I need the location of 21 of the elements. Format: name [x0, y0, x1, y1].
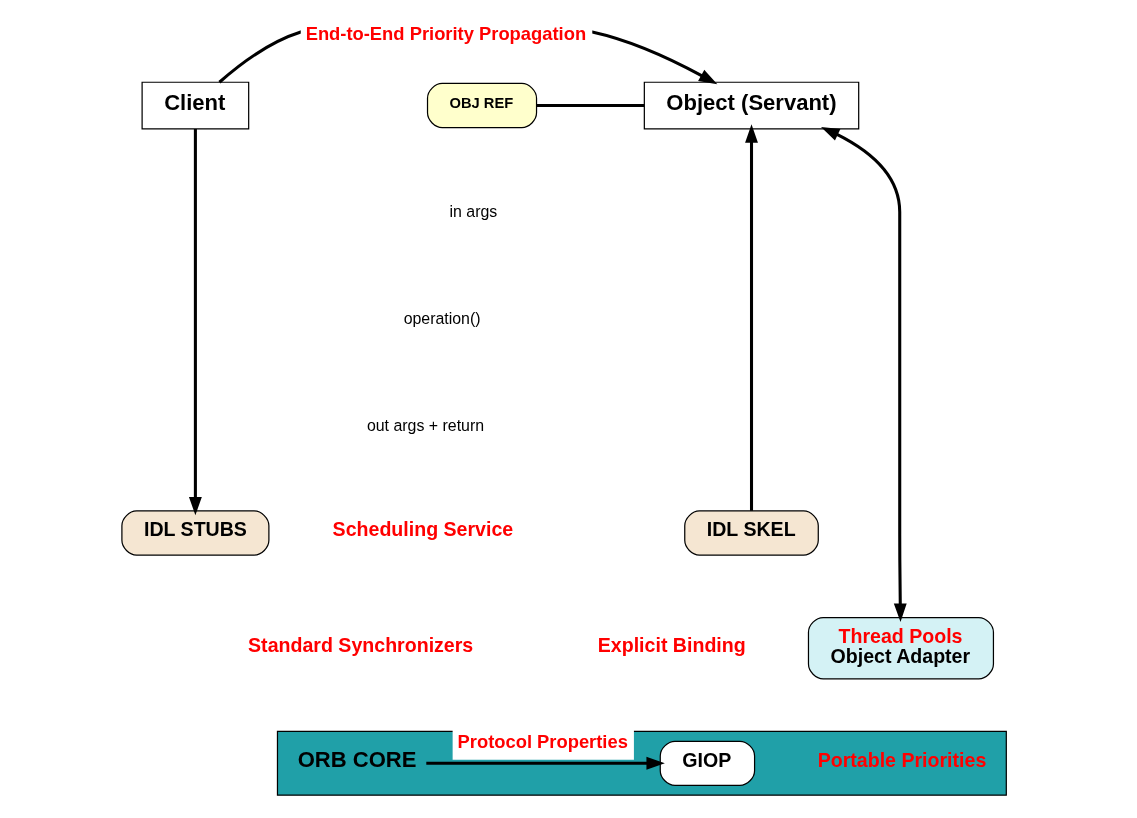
arrow [744, 124, 758, 511]
label: out args + return [366, 416, 484, 434]
connector [536, 104, 644, 108]
node-box: Client [141, 81, 249, 130]
node-box: Thread Pools Object Adapter [807, 616, 994, 680]
arrow [188, 128, 202, 516]
edge-label: Protocol Properties [457, 731, 628, 752]
node-box: IDL SKEL [683, 510, 819, 556]
label: Portable Priorities [817, 748, 986, 771]
edge-label: End-to-End Priority Propagation [305, 22, 586, 44]
node-box: OBJ REF [426, 82, 537, 129]
node-box: Object (Servant) [643, 81, 859, 130]
arrow [425, 756, 665, 770]
label: Scheduling Service [332, 518, 513, 541]
label: in args [449, 203, 497, 221]
label: Standard Synchronizers [247, 633, 473, 656]
label: operation() [403, 310, 481, 328]
node-box: IDL STUBS [120, 510, 269, 556]
node-box: GIOP [659, 740, 755, 786]
arrow [820, 126, 907, 622]
label: Explicit Binding [597, 633, 746, 656]
